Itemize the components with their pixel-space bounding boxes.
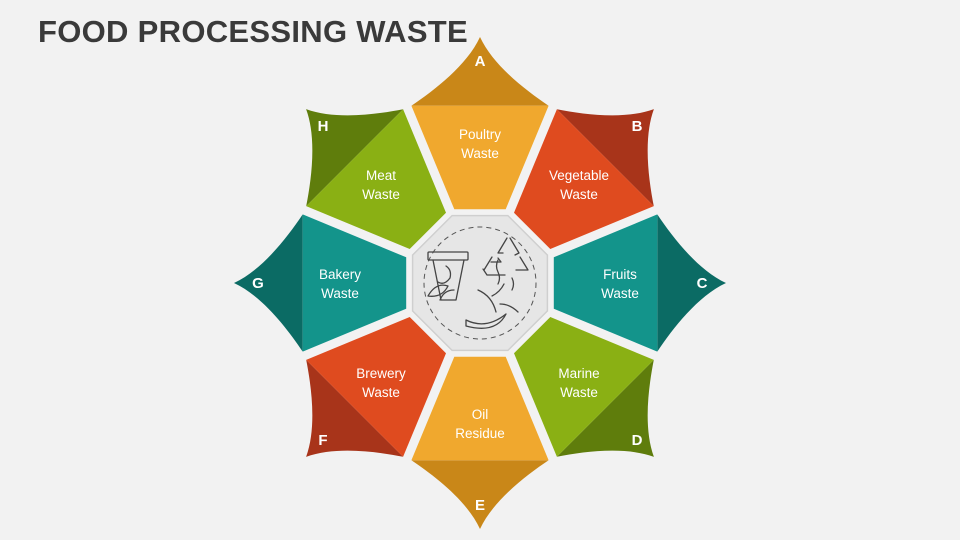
center-hub xyxy=(411,214,549,352)
tab-d xyxy=(556,359,654,457)
segment-label-line1: Poultry xyxy=(459,127,501,142)
segment-label-line2: Waste xyxy=(560,385,598,400)
segment-label-line1: Oil xyxy=(472,407,489,422)
letter-tabs xyxy=(234,37,726,529)
center-octagon xyxy=(411,214,549,352)
segment-b xyxy=(514,109,654,249)
tab-letter-f: F xyxy=(318,432,327,449)
tab-f xyxy=(306,359,404,457)
segment-c xyxy=(553,214,658,352)
tab-g xyxy=(234,214,303,352)
segment-label-line2: Waste xyxy=(321,286,359,301)
center-dashed-ring xyxy=(423,226,537,340)
tab-c xyxy=(657,214,726,352)
segment-e xyxy=(411,356,549,461)
segment-label-line2: Waste xyxy=(362,385,400,400)
tab-e xyxy=(411,460,549,529)
segment-label-line1: Vegetable xyxy=(549,168,609,183)
segment-label-line1: Brewery xyxy=(356,366,406,381)
segment-label-line1: Fruits xyxy=(603,267,637,282)
tab-letter-c: C xyxy=(697,275,708,292)
segment-f xyxy=(306,317,446,457)
segment-label-line2: Waste xyxy=(461,146,499,161)
food-waste-recycling-icon xyxy=(427,237,529,329)
tab-h xyxy=(306,109,404,207)
tab-a xyxy=(411,37,549,106)
segment-label-line2: Waste xyxy=(560,187,598,202)
segment-a xyxy=(411,105,549,210)
segment-label-line2: Waste xyxy=(601,286,639,301)
segment-h xyxy=(306,109,446,249)
segments: APoultryWasteBVegetableWasteCFruitsWaste… xyxy=(252,53,707,514)
segment-label-line2: Waste xyxy=(362,187,400,202)
segment-d xyxy=(514,317,654,457)
tab-letter-h: H xyxy=(318,118,329,135)
segment-label-line2: Residue xyxy=(455,426,505,441)
segment-label-line1: Marine xyxy=(558,366,599,381)
segment-label-line1: Bakery xyxy=(319,267,361,282)
tab-letter-d: D xyxy=(632,432,643,449)
page-title: FOOD PROCESSING WASTE xyxy=(38,14,469,49)
tab-b xyxy=(556,109,654,207)
tab-letter-b: B xyxy=(632,118,643,135)
segment-g xyxy=(302,214,407,352)
tab-letter-e: E xyxy=(475,497,485,514)
tab-letter-a: A xyxy=(475,53,486,70)
segment-label-line1: Meat xyxy=(366,168,396,183)
tab-letter-g: G xyxy=(252,275,264,292)
